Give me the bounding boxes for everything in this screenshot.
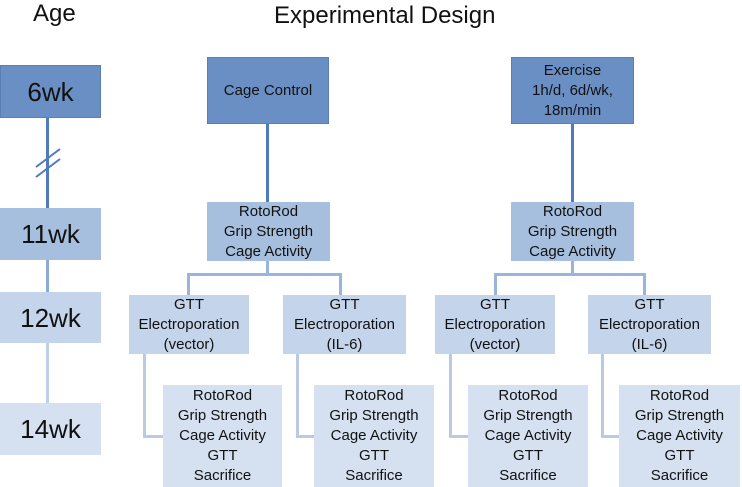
timeline-line-upper <box>46 118 49 208</box>
timeline-break-icon <box>35 148 61 178</box>
group-2-branch-right <box>643 273 646 296</box>
group-1-branch-left <box>187 273 190 296</box>
group-1-vector-elbow <box>143 435 163 438</box>
age-14wk: 14wk <box>0 403 101 455</box>
age-11wk: 11wk <box>0 208 101 260</box>
exercise-box: Exercise 1h/d, 6d/wk, 18m/min <box>511 57 634 124</box>
group-1-branch-stem <box>266 261 269 275</box>
cage-control-box: Cage Control <box>207 57 329 124</box>
group-1-il6-down <box>296 354 299 437</box>
group-2-vector-elbow <box>449 435 468 438</box>
group-2-il6-elbow <box>601 435 619 438</box>
group-1-connector <box>266 124 269 202</box>
design-header: Experimental Design <box>274 2 496 29</box>
group-2-branch-bar <box>494 273 646 276</box>
group-2-treatment-vector: GTT Electroporation (vector) <box>435 295 555 354</box>
group-1-treatment-vector: GTT Electroporation (vector) <box>129 295 249 354</box>
group-2-vector-down <box>449 354 452 437</box>
age-header: Age <box>33 0 76 27</box>
group-1-il6-elbow <box>296 435 314 438</box>
group-2-assessment: RotoRod Grip Strength Cage Activity <box>511 202 634 261</box>
group-1-assessment: RotoRod Grip Strength Cage Activity <box>207 202 330 261</box>
group-1-final-il6: RotoRod Grip Strength Cage Activity GTT … <box>314 385 434 487</box>
group-1-vector-down <box>143 354 146 437</box>
group-2-branch-stem <box>571 261 574 275</box>
timeline-line-middle <box>46 260 49 292</box>
group-2-final-il6: RotoRod Grip Strength Cage Activity GTT … <box>619 385 740 487</box>
group-2-connector <box>571 124 574 202</box>
age-6wk: 6wk <box>0 65 101 118</box>
group-2-il6-down <box>601 354 604 437</box>
group-1-treatment-il6: GTT Electroporation (IL-6) <box>283 295 406 354</box>
timeline-line-lower <box>46 343 49 403</box>
group-2-branch-left <box>494 273 497 296</box>
age-12wk: 12wk <box>0 292 101 343</box>
group-1-final-vector: RotoRod Grip Strength Cage Activity GTT … <box>163 385 282 487</box>
group-2-treatment-il6: GTT Electroporation (IL-6) <box>588 295 711 354</box>
group-1-branch-bar <box>187 273 342 276</box>
group-1-branch-right <box>339 273 342 296</box>
group-2-final-vector: RotoRod Grip Strength Cage Activity GTT … <box>468 385 588 487</box>
